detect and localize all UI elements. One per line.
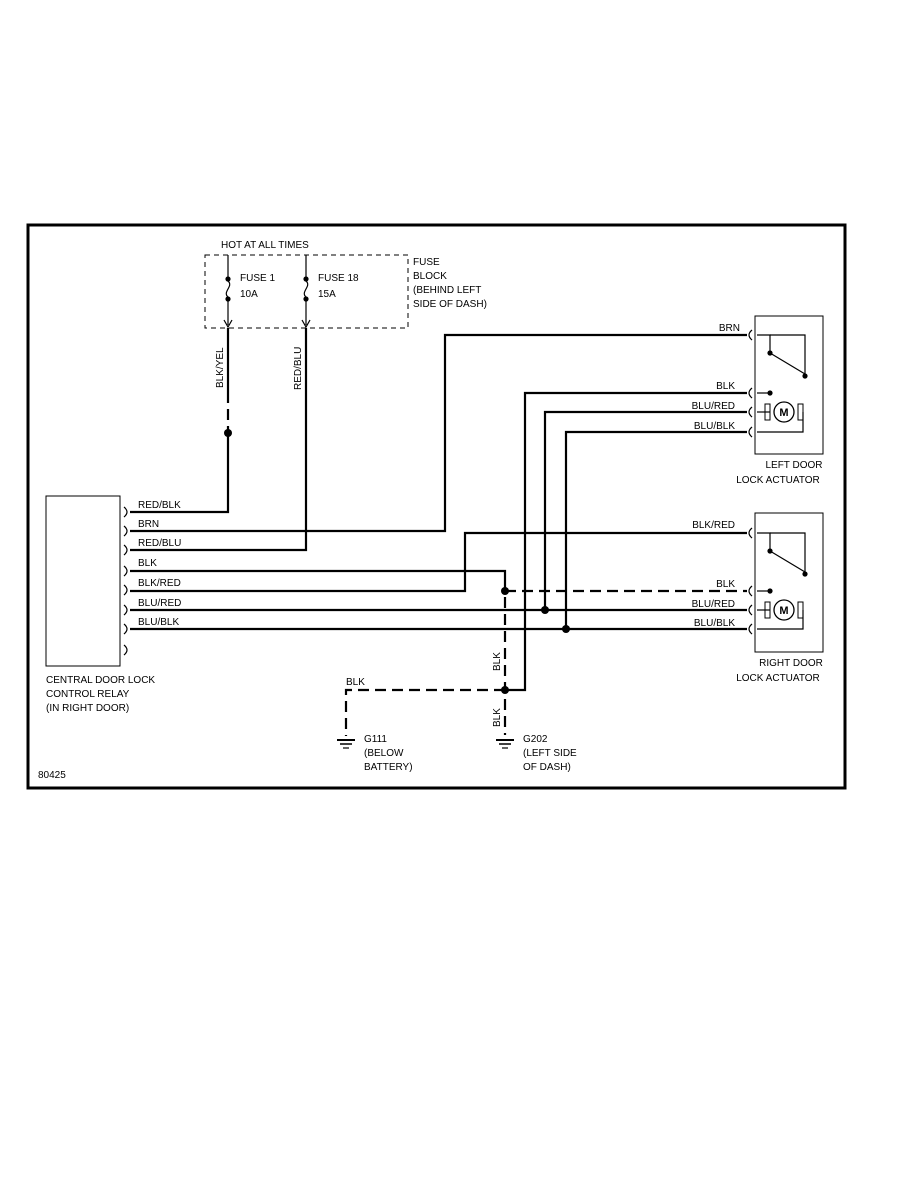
wire-red-blu — [130, 328, 308, 552]
right-actuator-label-2: LOCK ACTUATOR — [736, 673, 820, 684]
g202-name: G202 — [523, 734, 548, 745]
diagram-id: 80425 — [38, 770, 66, 781]
fuse-block-title-2: BLOCK — [413, 271, 447, 282]
fuse-18-rating: 15A — [318, 289, 336, 300]
right-pin-label-blu-blk: BLU/BLK — [694, 618, 735, 629]
fuse-18-name: FUSE 18 — [318, 273, 359, 284]
left-pin-label-blu-blk: BLU/BLK — [694, 421, 735, 432]
g111-loc-1: (BELOW — [364, 748, 404, 759]
fuse-1-rating: 10A — [240, 289, 258, 300]
fuse-1-name: FUSE 1 — [240, 273, 275, 284]
relay-pin-label-red-blu: RED/BLU — [138, 538, 181, 549]
wire-label-blk-ground: BLK — [346, 677, 365, 688]
right-actuator-box — [754, 512, 824, 653]
relay-pin-label-blu-red: BLU/RED — [138, 598, 181, 609]
relay-pin-label-brn: BRN — [138, 519, 159, 530]
relay-label-3: (IN RIGHT DOOR) — [46, 703, 129, 714]
fuse-block-location-2: SIDE OF DASH) — [413, 299, 487, 310]
g111-loc-2: BATTERY) — [364, 762, 413, 773]
fuse-1: FUSE 1 10A — [223, 255, 275, 329]
right-actuator-label-1: RIGHT DOOR — [759, 658, 823, 669]
wire-label-blk-upper: BLK — [492, 652, 503, 671]
left-motor-label: M — [779, 407, 788, 419]
relay-box — [45, 495, 121, 667]
hot-at-all-times-label: HOT AT ALL TIMES — [221, 240, 309, 251]
fuse-block-title-1: FUSE — [413, 257, 440, 268]
wire-blk-left-actuator — [505, 391, 747, 692]
wire-label-blk-lower: BLK — [492, 708, 503, 727]
relay-pin-label-blk-red: BLK/RED — [138, 578, 181, 589]
left-actuator-motor-icon: M — [757, 401, 804, 433]
wire-label-blk-yel: BLK/YEL — [215, 347, 226, 388]
left-actuator-switch — [757, 334, 808, 396]
relay-label-1: CENTRAL DOOR LOCK — [46, 675, 155, 686]
ground-g111-icon — [337, 739, 355, 749]
wire-blk-relay — [130, 569, 507, 580]
right-actuator-connectors — [748, 527, 753, 635]
left-pin-label-blk: BLK — [716, 381, 735, 392]
fuse-block-location-1: (BEHIND LEFT — [413, 285, 481, 296]
right-pin-label-blk: BLK — [716, 579, 735, 590]
right-pin-label-blu-red: BLU/RED — [692, 599, 735, 610]
left-actuator-box — [754, 315, 824, 455]
wire-red-blk — [130, 433, 230, 514]
fuse-18: FUSE 18 15A — [301, 255, 359, 329]
left-actuator-label-2: LOCK ACTUATOR — [736, 475, 820, 486]
diagram-frame — [26, 223, 847, 790]
right-motor-label: M — [779, 605, 788, 617]
wire-blk-g111 — [344, 688, 505, 736]
relay-pin-label-red-blk: RED/BLK — [138, 500, 181, 511]
left-actuator-label-1: LEFT DOOR — [765, 460, 822, 471]
wire-blk-red — [130, 531, 747, 593]
relay-pin-label-blk: BLK — [138, 558, 157, 569]
wire-blu-red-left — [543, 410, 747, 610]
relay-label-2: CONTROL RELAY — [46, 689, 130, 700]
relay-pins — [123, 506, 128, 656]
ground-g202-icon — [496, 739, 514, 749]
wire-blu-blk-left — [564, 430, 747, 629]
right-actuator-switch — [757, 532, 808, 594]
right-pin-label-blk-red: BLK/RED — [692, 520, 735, 531]
wire-brn — [130, 333, 747, 533]
g202-loc-2: OF DASH) — [523, 762, 571, 773]
g111-name: G111 — [364, 734, 387, 745]
right-actuator-motor-icon: M — [757, 599, 804, 630]
left-pin-label-blu-red: BLU/RED — [692, 401, 735, 412]
left-pin-label-brn: BRN — [719, 323, 740, 334]
g202-loc-1: (LEFT SIDE — [523, 748, 577, 759]
wire-label-red-blu: RED/BLU — [293, 347, 304, 390]
left-actuator-connectors — [748, 329, 753, 438]
relay-pin-label-blu-blk: BLU/BLK — [138, 617, 179, 628]
